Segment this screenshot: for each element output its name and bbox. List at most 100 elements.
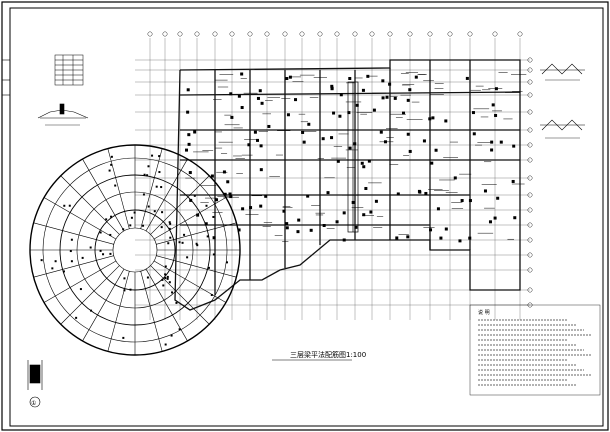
column-mark xyxy=(178,328,181,331)
column-mark xyxy=(306,194,310,198)
axis-bubble xyxy=(527,79,533,85)
column-mark xyxy=(259,144,263,148)
column-mark xyxy=(444,119,448,123)
radial-beam xyxy=(156,222,237,245)
axis-bubble xyxy=(162,31,168,37)
column-mark xyxy=(282,209,286,213)
column-mark xyxy=(460,199,464,203)
column-mark xyxy=(240,106,244,110)
axis-bubble xyxy=(147,31,153,37)
axis-bubble xyxy=(527,142,533,148)
column-mark xyxy=(430,161,434,165)
column-mark xyxy=(353,142,357,146)
column-mark xyxy=(285,222,289,226)
axis-bubble xyxy=(352,31,358,37)
column-mark xyxy=(212,236,216,240)
column-mark xyxy=(129,288,132,291)
column-mark xyxy=(330,136,334,140)
radial-beam xyxy=(43,197,117,240)
column-mark xyxy=(142,193,145,196)
column-mark xyxy=(164,265,167,268)
column-mark xyxy=(488,220,492,224)
column-mark xyxy=(367,159,371,163)
axis-bubble xyxy=(212,31,218,37)
column-mark xyxy=(158,155,161,158)
column-mark xyxy=(297,218,301,222)
column-mark xyxy=(193,194,196,197)
column-mark xyxy=(381,79,385,83)
column-mark xyxy=(147,165,150,168)
column-mark xyxy=(169,222,172,225)
column-mark xyxy=(123,277,126,280)
column-mark xyxy=(369,210,373,214)
column-mark xyxy=(155,185,158,188)
column-mark xyxy=(70,238,73,241)
building-outline xyxy=(174,59,521,311)
column-detail xyxy=(27,360,43,408)
column-mark xyxy=(408,88,412,92)
column-mark xyxy=(379,130,383,134)
column-mark xyxy=(40,259,43,262)
axis-bubble xyxy=(387,31,393,37)
column-mark xyxy=(406,235,410,239)
column-mark xyxy=(490,148,494,152)
column-mark xyxy=(354,225,358,229)
column-mark xyxy=(465,76,469,80)
column-mark xyxy=(366,74,370,78)
column-mark xyxy=(186,256,189,259)
column-mark xyxy=(181,241,184,244)
axis-bubble xyxy=(527,67,533,73)
axis-bubble xyxy=(427,31,433,37)
column-mark xyxy=(102,253,105,256)
column-mark xyxy=(230,115,234,119)
column-mark xyxy=(309,228,313,232)
column-mark xyxy=(247,143,251,147)
column-mark xyxy=(513,216,517,220)
column-mark xyxy=(406,98,410,102)
column-mark xyxy=(381,96,385,100)
column-mark xyxy=(206,235,209,238)
column-mark xyxy=(494,113,498,117)
column-mark xyxy=(168,227,171,230)
column-mark xyxy=(453,176,457,180)
axis-bubble xyxy=(527,57,533,63)
column-mark xyxy=(364,186,368,190)
radial-beam xyxy=(140,271,163,352)
column-mark xyxy=(396,192,400,196)
radial-beam xyxy=(82,158,125,232)
column-mark xyxy=(434,148,438,152)
column-mark xyxy=(422,139,426,143)
column-mark xyxy=(511,179,515,183)
radial-beam xyxy=(156,255,237,278)
axis-bubble xyxy=(299,31,305,37)
column-mark xyxy=(348,76,352,80)
column-mark xyxy=(393,96,397,100)
column-mark xyxy=(240,72,244,76)
axis-bubble xyxy=(527,175,533,181)
column-mark xyxy=(439,236,443,240)
axis-bubble xyxy=(467,31,473,37)
column-mark xyxy=(187,142,191,146)
column-mark xyxy=(122,336,125,339)
radial-beam xyxy=(150,175,210,235)
column-mark xyxy=(499,140,503,144)
column-mark xyxy=(210,174,214,178)
stair-core xyxy=(347,81,359,233)
column-mark xyxy=(90,309,93,312)
detail-right-middle xyxy=(540,119,585,139)
radial-beam xyxy=(153,260,227,303)
axis-bubble xyxy=(492,31,498,37)
column-mark xyxy=(129,224,132,227)
column-mark xyxy=(153,210,156,213)
column-mark xyxy=(164,276,167,279)
column-mark xyxy=(301,130,305,134)
axis-bubble xyxy=(229,31,235,37)
axis-bubble xyxy=(282,31,288,37)
column-mark xyxy=(105,218,108,221)
radial-beam xyxy=(150,265,210,325)
column-mark xyxy=(75,316,78,319)
column-mark xyxy=(122,228,125,231)
column-mark xyxy=(146,276,149,279)
axis-bubble xyxy=(527,222,533,228)
column-mark xyxy=(69,250,72,253)
